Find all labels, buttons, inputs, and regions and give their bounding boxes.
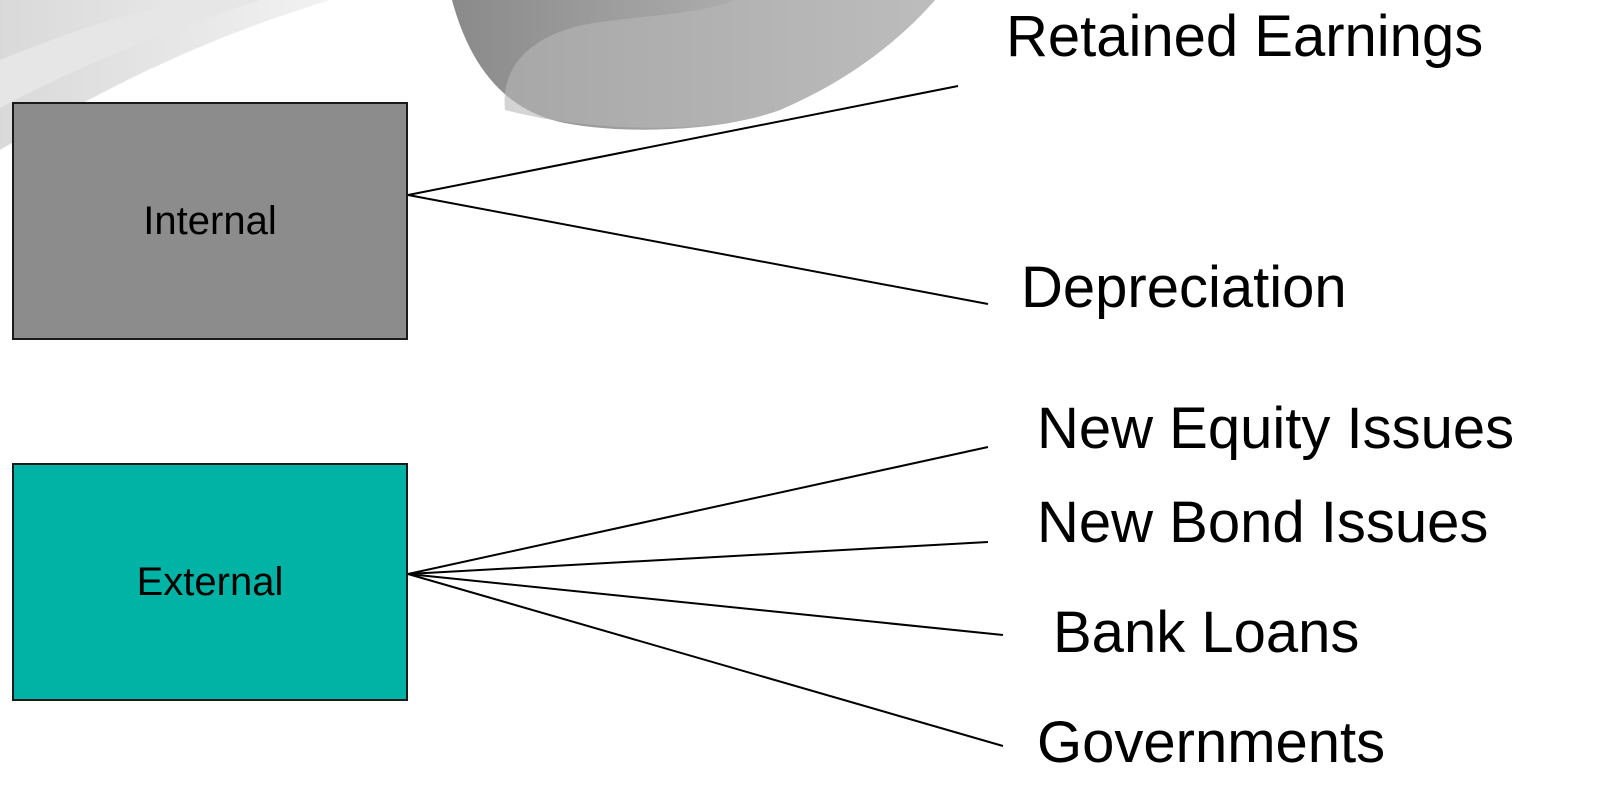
label-retained-earnings: Retained Earnings <box>1006 4 1484 69</box>
label-new-equity-issues: New Equity Issues <box>1037 396 1515 461</box>
swoosh-center-highlight <box>504 0 935 128</box>
label-bank-loans: Bank Loans <box>1053 600 1360 665</box>
external-box: External <box>12 463 408 701</box>
label-new-bond-issues: New Bond Issues <box>1037 490 1489 555</box>
line-external-equity <box>407 446 989 575</box>
swoosh-left-inner <box>0 0 260 108</box>
external-box-label: External <box>136 559 284 604</box>
line-internal-depreciation <box>407 194 989 305</box>
line-internal-retained <box>407 85 959 196</box>
internal-box: Internal <box>12 102 408 340</box>
label-depreciation: Depreciation <box>1021 255 1347 320</box>
internal-box-label: Internal <box>143 198 277 243</box>
line-external-bank <box>407 573 1004 636</box>
label-governments: Governments <box>1037 710 1386 775</box>
line-external-bond <box>407 541 989 575</box>
line-external-gov <box>407 573 1004 747</box>
